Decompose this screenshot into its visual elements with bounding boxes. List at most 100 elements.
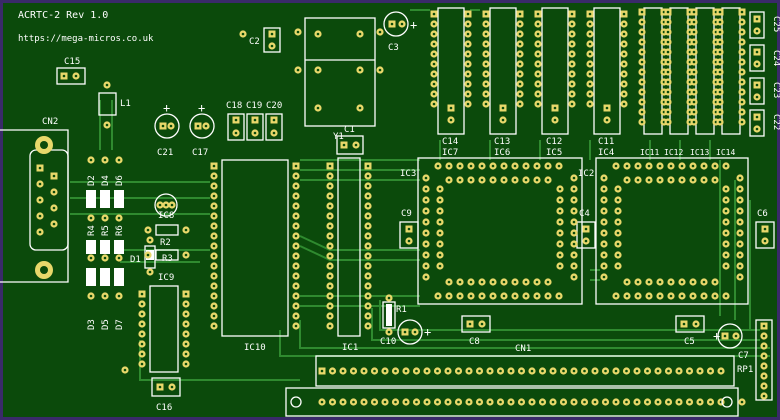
pad-hole: [383, 369, 387, 373]
pad-hole: [724, 164, 728, 168]
pad-hole: [294, 324, 298, 328]
pad-hole: [572, 400, 576, 404]
pad-hole: [677, 369, 681, 373]
pad-hole: [436, 400, 439, 404]
pad-hole: [518, 52, 522, 56]
label-ic3: IC3: [400, 169, 416, 179]
pad-hole: [415, 369, 418, 373]
pad-hole: [692, 10, 696, 14]
pad-hole: [294, 314, 298, 318]
pad-hole: [640, 10, 644, 14]
pad-hole: [553, 118, 557, 122]
pad-hole: [713, 294, 717, 298]
pad-hole: [212, 244, 216, 248]
pad-hole: [320, 369, 324, 373]
label-ic4: IC4: [598, 148, 614, 158]
pad-hole: [724, 242, 728, 246]
label-c1: C1: [344, 125, 355, 135]
pad-hole: [558, 220, 562, 224]
label-c23: C23: [771, 82, 780, 98]
pad-hole: [447, 164, 451, 168]
pad-hole: [646, 400, 649, 404]
pad-hole: [536, 62, 540, 66]
pad-hole: [446, 369, 450, 373]
pad-hole: [605, 118, 609, 122]
pad-hole: [480, 294, 484, 298]
svg-text:+: +: [424, 325, 431, 339]
pad-hole: [622, 42, 626, 46]
pad-hole: [105, 123, 109, 127]
pad-hole: [212, 304, 216, 308]
pad-hole: [558, 253, 562, 257]
pad-hole: [640, 40, 644, 44]
pad-hole: [723, 334, 727, 338]
pad-hole: [366, 274, 370, 278]
pad-hole: [158, 203, 162, 207]
pad-hole: [614, 294, 618, 298]
pad-hole: [738, 220, 742, 224]
pad-hole: [718, 80, 722, 84]
pad-hole: [358, 68, 362, 72]
pad-hole: [583, 369, 586, 373]
label-c9: C9: [401, 209, 412, 219]
pad-hole: [572, 220, 576, 224]
pad-hole: [647, 178, 651, 182]
pad-hole: [366, 204, 370, 208]
pad-hole: [432, 62, 436, 66]
pad-hole: [682, 322, 686, 326]
pad-hole: [692, 30, 696, 34]
pad-hole: [272, 118, 276, 122]
pad-hole: [52, 174, 56, 178]
pad-hole: [724, 209, 728, 213]
pad-hole: [755, 17, 759, 21]
pad-hole: [117, 216, 121, 220]
pad-hole: [502, 164, 506, 168]
pad-hole: [212, 204, 216, 208]
pad-hole: [140, 332, 144, 336]
pad-hole: [52, 222, 56, 226]
pad-hole: [446, 400, 450, 404]
pad-hole: [331, 369, 334, 373]
pad-hole: [588, 92, 592, 96]
pad-hole: [366, 214, 370, 218]
pad-hole: [702, 178, 706, 182]
pad-hole: [524, 164, 528, 168]
pad-hole: [140, 312, 144, 316]
pad-hole: [328, 274, 332, 278]
pad-hole: [718, 50, 722, 54]
pad-hole: [89, 294, 93, 298]
pad-hole: [170, 385, 174, 389]
pad-hole: [718, 30, 722, 34]
pad-hole: [536, 72, 540, 76]
label-d7: D7: [115, 319, 125, 330]
pad-hole: [570, 42, 574, 46]
pad-hole: [755, 127, 759, 131]
pad-hole: [616, 231, 620, 235]
pad-hole: [666, 50, 670, 54]
pad-hole: [734, 334, 738, 338]
pad-hole: [718, 60, 722, 64]
label-c5: C5: [684, 337, 695, 347]
pad-hole: [584, 239, 588, 243]
pad-hole: [755, 50, 759, 54]
pad-hole: [588, 82, 592, 86]
pad-hole: [709, 369, 712, 373]
pad-hole: [588, 62, 592, 66]
pad-hole: [536, 12, 540, 16]
pad-hole: [272, 131, 276, 135]
pad-hole: [570, 82, 574, 86]
pad-hole: [558, 198, 562, 202]
pad-hole: [535, 280, 539, 284]
pad-hole: [328, 204, 332, 208]
pad-hole: [553, 106, 557, 110]
pad-hole: [572, 209, 576, 213]
pad-hole: [570, 22, 574, 26]
pad-hole: [535, 178, 539, 182]
pad-hole: [616, 187, 620, 191]
pad-hole: [614, 164, 618, 168]
pad-hole: [622, 32, 626, 36]
pad-hole: [738, 187, 742, 191]
pad-hole: [755, 62, 759, 66]
pad-hole: [468, 322, 472, 326]
pad-hole: [438, 264, 442, 268]
